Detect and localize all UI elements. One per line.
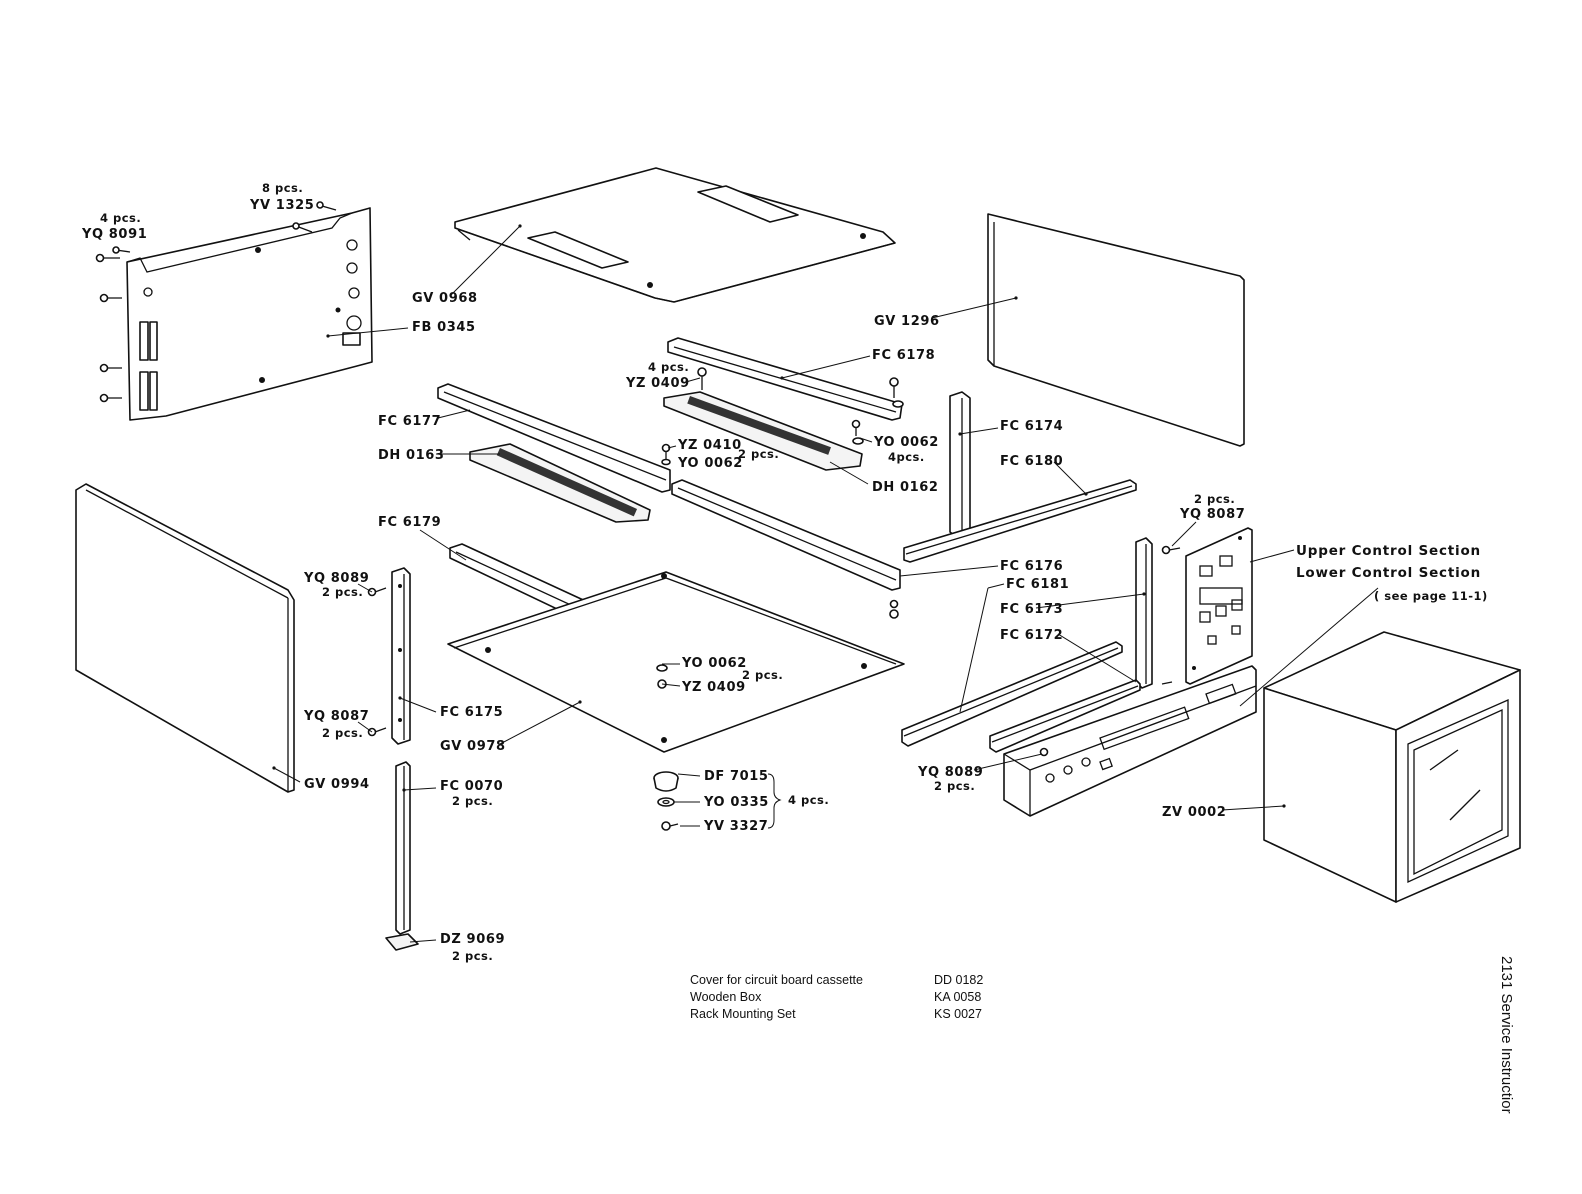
foot-df7015 [653,771,679,792]
accessory-name: Cover for circuit board cassette [690,973,863,987]
post-fc6173 [1135,537,1173,689]
fc6175-label: FC 6175 [440,705,503,720]
upper-control-section [1185,527,1253,685]
yq8089-right-label: YQ 8089 [917,765,983,780]
yv1325-qty-label: 8 pcs. [262,181,303,195]
yz0409-top-label: YZ 0409 [625,376,690,391]
rail-fc6177 [437,383,671,493]
rail-fc6172 [989,679,1141,753]
screw-yv3327 [661,821,679,831]
fc6181-label: FC 6181 [1006,577,1069,592]
accessory-code: KA 0058 [934,990,981,1004]
rear-panel-fb0345 [126,207,373,421]
see-page-label: ( see page 11-1) [1374,589,1488,603]
leader-lines [272,224,1379,943]
screws-yz0409-top [697,367,904,445]
post-fc6174 [949,391,971,539]
screws-yq8089-right [1039,747,1049,757]
yz0409-low-label: YZ 0409 [681,680,746,695]
bracket-dh0163 [469,443,651,523]
fc6174-label: FC 6174 [1000,419,1063,434]
accessory-name: Wooden Box [690,990,762,1004]
clip-dz9069 [385,933,419,951]
yq8089-left-label: YQ 8089 [303,571,369,586]
side-panel-gv1296 [987,213,1245,447]
df7015-label: DF 7015 [704,769,769,784]
yo0062-mid-label: YO 0062 [677,456,743,471]
dz9069-label: DZ 9069 [440,932,505,947]
fc6178-label: FC 6178 [872,348,935,363]
yz0410-qty-label: 2 pcs. [738,447,779,461]
foot-qty-label: 4 pcs. [788,793,829,807]
yq8091-label: YQ 8091 [81,227,147,242]
gv0978-label: GV 0978 [440,739,506,754]
dh0163-label: DH 0163 [378,448,445,463]
yo0062-right-qty-label: 4pcs. [888,450,925,464]
gv1296-label: GV 1296 [874,314,940,329]
fc6172-label: FC 6172 [1000,628,1063,643]
screws-yq8091 [95,246,131,403]
wooden-box-zv0002 [1263,631,1521,903]
fc6173-label: FC 6173 [1000,602,1063,617]
fc6179-label: FC 6179 [378,515,441,530]
dz9069-qty-label: 2 pcs. [452,949,493,963]
yo0062-low-qty-label: 2 pcs. [742,668,783,682]
top-cover-gv0968 [454,167,896,303]
dh0162-label: DH 0162 [872,480,939,495]
fc0070-qty-label: 2 pcs. [452,794,493,808]
bottom-plate-gv0978 [447,571,905,753]
strip-fc0070 [395,761,411,935]
yo0335-label: YO 0335 [703,795,769,810]
fc6177-label: FC 6177 [378,414,441,429]
yq8087-top-qty-label: 2 pcs. [1194,492,1235,506]
yq8087-left-label: YQ 8087 [303,709,369,724]
part-labels: 8 pcs. YV 1325 4 pcs. YQ 8091 GV 0968 FB… [81,181,1488,963]
post-fc6175 [391,567,411,745]
rail-fc6180 [903,479,1137,563]
yq8087-top-label: YQ 8087 [1179,507,1245,522]
rail-fc6176 [671,479,901,619]
screws-yv1325 [292,201,337,233]
screws-yq8087-top [1161,545,1181,555]
gv0968-label: GV 0968 [412,291,478,306]
yq8089-right-qty-label: 2 pcs. [934,779,975,793]
yq8089-left-qty-label: 2 pcs. [322,585,363,599]
fb0345-label: FB 0345 [412,320,476,335]
accessory-code: DD 0182 [934,973,983,987]
screws-yz0410 [661,443,671,466]
upper-control-label: Upper Control Section [1296,543,1481,559]
fc0070-label: FC 0070 [440,779,503,794]
fc6180-label: FC 6180 [1000,454,1063,469]
side-panel-gv0994 [75,483,295,793]
lower-control-label: Lower Control Section [1296,565,1481,581]
yz0409-top-qty-label: 4 pcs. [648,360,689,374]
rail-fc6181 [901,641,1123,747]
bracket-dh0162 [663,391,863,471]
accessory-name: Rack Mounting Set [690,1007,796,1021]
rail-fc6178 [667,337,903,421]
side-title: 2131 Service Instructior [1498,956,1515,1114]
accessory-code: KS 0027 [934,1007,982,1021]
yo0062-right-label: YO 0062 [873,435,939,450]
accessories-table: Cover for circuit board cassette DD 0182… [690,973,983,1021]
washer-yo0335 [657,797,675,807]
fc6176-label: FC 6176 [1000,559,1063,574]
gv0994-label: GV 0994 [304,777,370,792]
yq8091-qty-label: 4 pcs. [100,211,141,225]
yq8087-left-qty-label: 2 pcs. [322,726,363,740]
yz0410-label: YZ 0410 [677,438,742,453]
lower-control-section [1003,665,1257,817]
yo0062-low-label: YO 0062 [681,656,747,671]
yv3327-label: YV 3327 [703,819,768,834]
zv0002-label: ZV 0002 [1162,805,1226,820]
yv1325-label: YV 1325 [249,198,314,213]
